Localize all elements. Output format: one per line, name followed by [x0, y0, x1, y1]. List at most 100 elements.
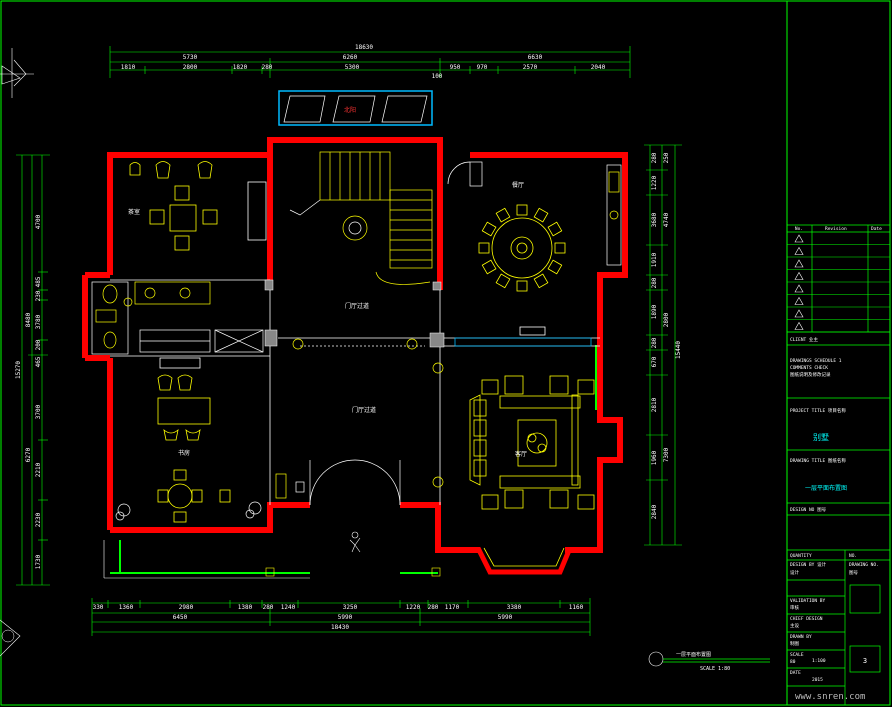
- dim-right-d11: 2840: [651, 504, 658, 519]
- revision-triangle-icon: [794, 234, 804, 243]
- drawing-title-label: DRAWING TITLE 图纸名称: [790, 457, 846, 464]
- window-strips: [110, 345, 597, 574]
- dining-chair: [516, 280, 528, 292]
- project-name: 别墅: [813, 432, 829, 442]
- dim-top-small: 100: [432, 73, 443, 80]
- chief-label: CHIEF DESIGN: [790, 616, 823, 622]
- dining-chair: [495, 207, 511, 223]
- plant-icon: [115, 297, 262, 521]
- dining-chair: [516, 204, 528, 216]
- title-block-text: No. Revision Date CLIENT 业主 DRAWINGS SCH…: [790, 226, 882, 683]
- dim-bot-d1: 330: [93, 604, 104, 611]
- kitchen-counter: [447, 161, 622, 266]
- bottom-terrace-edge: [103, 540, 441, 579]
- dining-chair: [481, 221, 497, 237]
- dim-left-total: 15270: [15, 361, 22, 379]
- dim-right-d7: 280: [651, 337, 658, 348]
- dining-chair: [478, 242, 490, 254]
- bottom-dimensions: [91, 598, 591, 636]
- dim-top-d4: 280: [262, 64, 273, 71]
- entry-figure-icon: [349, 531, 361, 553]
- dim-bot-d7: 3250: [343, 604, 358, 611]
- chief-value: 主设: [790, 622, 799, 629]
- note-line-2: COMMENTS CHECK: [790, 365, 828, 371]
- columns: [264, 279, 445, 348]
- left-dimensions: [16, 154, 50, 586]
- dim-right-d8: 670: [651, 356, 658, 367]
- dim-right-mid-2: 4740: [663, 212, 670, 227]
- scale-code: 80: [790, 659, 796, 665]
- dim-bot-d12: 1160: [569, 604, 584, 611]
- tea-room-furniture: [129, 161, 267, 251]
- room-label-tea: 茶室: [128, 208, 140, 216]
- dim-top-mid-3: 6630: [528, 54, 543, 61]
- dining-chair: [533, 207, 549, 223]
- project-title-label: PROJECT TITLE 项目名称: [790, 407, 846, 414]
- title-block: [787, 224, 890, 705]
- revision-triangle-icon: [794, 284, 804, 293]
- dining-chair: [554, 242, 566, 254]
- dim-top-d1: 1810: [121, 64, 136, 71]
- bay-window: [475, 546, 573, 575]
- dim-bot-d8: 1220: [406, 604, 421, 611]
- section-mark-icon: [0, 619, 21, 657]
- top-dimension-text: 18630 5730 6260 6630 1810 2800 1820 280 …: [121, 44, 606, 80]
- top-window-box: 北阳: [278, 90, 433, 126]
- drawn2-value: 制图: [790, 640, 799, 647]
- revision-triangle-icon: [794, 246, 804, 255]
- dim-top-d9: 2040: [591, 64, 606, 71]
- staircase: [289, 151, 433, 285]
- revision-triangle-icon: [794, 271, 804, 280]
- dim-top-mid-2: 6260: [343, 54, 358, 61]
- drawing-no-label: DESIGN NO 图号: [790, 507, 827, 513]
- dim-bot-d5: 280: [263, 604, 274, 611]
- dim-left-d6: 465: [35, 356, 42, 367]
- dining-chair: [533, 273, 549, 289]
- dim-top-mid-1: 5730: [183, 54, 198, 61]
- bottom-dimension-text: 330 1360 2980 1380 280 1240 3250 1220 28…: [93, 604, 584, 631]
- dim-bot-d11: 3380: [507, 604, 522, 611]
- north-arrow-icon: [0, 48, 34, 98]
- window-label: 北阳: [344, 106, 356, 114]
- dim-bot-d4: 1380: [238, 604, 253, 611]
- rev-col-revision: Revision: [825, 226, 847, 232]
- dim-bot-d6: 1240: [281, 604, 296, 611]
- revision-triangle-icon: [794, 309, 804, 318]
- right-dimension-text: 280 1220 3680 1910 280 1890 280 670 2810…: [651, 152, 682, 519]
- dining-chair: [547, 221, 563, 237]
- room-label-living: 客厅: [515, 450, 527, 458]
- quantity-label: QUANTITY: [790, 553, 812, 559]
- dim-bot-d2: 1360: [119, 604, 134, 611]
- dim-bot-mid-2: 5990: [338, 614, 353, 621]
- dim-top-d7: 970: [477, 64, 488, 71]
- date-label: DATE: [790, 670, 801, 676]
- design-value: 设计: [790, 569, 799, 576]
- dim-bot-d10: 1170: [445, 604, 460, 611]
- scale-value: 1:100: [812, 658, 826, 664]
- bathroom-fixtures: [91, 281, 264, 355]
- dim-right-d6: 1890: [651, 304, 658, 319]
- dim-right-d2: 1220: [651, 175, 658, 190]
- top-dimensions: [109, 46, 631, 78]
- dim-bot-total: 18430: [331, 624, 349, 631]
- walls: [82, 137, 628, 553]
- dim-left-d4: 3780: [35, 314, 42, 329]
- dim-left-d5: 200: [35, 339, 42, 350]
- drawn2-label: DRAWN BY: [790, 634, 812, 640]
- room-label-dining: 餐厅: [512, 181, 524, 189]
- watermark: www.snren.com: [795, 692, 865, 702]
- dim-bot-mid-1: 6450: [173, 614, 188, 621]
- dining-furniture: [491, 217, 553, 279]
- dim-bot-mid-3: 5990: [498, 614, 513, 621]
- drawing-name: 一层平面布置图: [805, 484, 847, 492]
- dining-chair: [481, 259, 497, 275]
- dim-left-d8: 2210: [35, 462, 42, 477]
- drawn-label: DRAWING NO.: [849, 562, 879, 568]
- drawn-value: 图号: [849, 570, 858, 576]
- validation-label: VALIDATION BY: [790, 598, 826, 604]
- client-label: CLIENT 业主: [790, 336, 818, 343]
- dim-left-d2: 485: [35, 276, 42, 287]
- dim-top-d6: 950: [450, 64, 461, 71]
- room-label-foyer: 门厅过道: [352, 406, 376, 414]
